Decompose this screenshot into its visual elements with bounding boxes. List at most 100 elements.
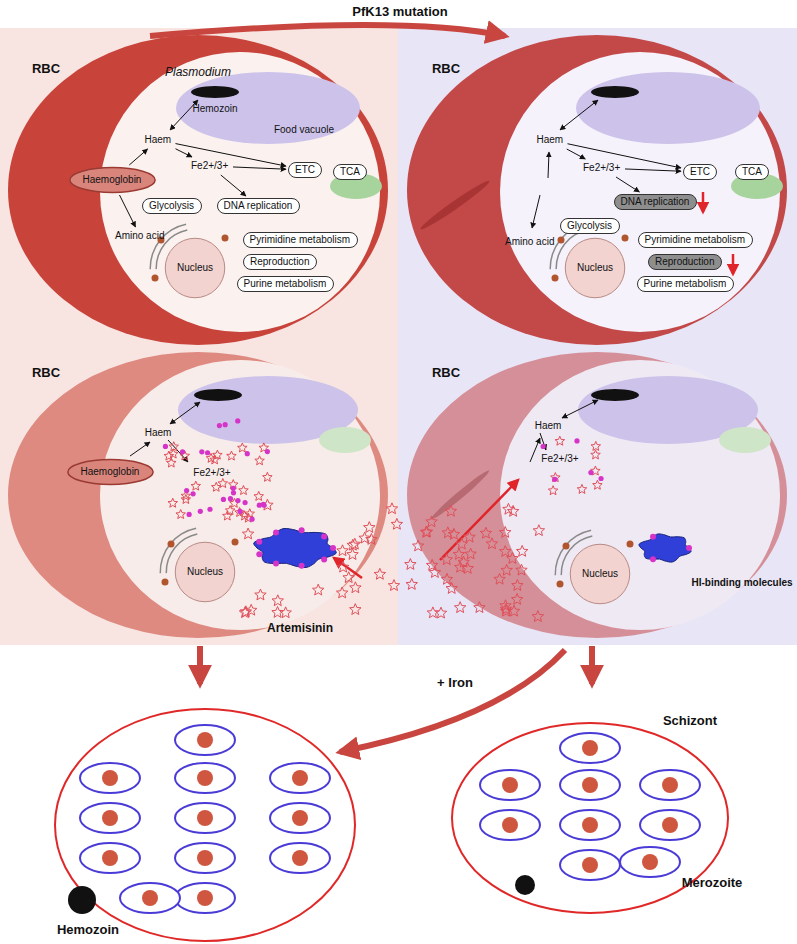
- artemisinin-star: [272, 607, 283, 618]
- merozoite: [560, 810, 620, 840]
- iron-dot: [190, 491, 195, 496]
- ribosome-dot: [152, 275, 159, 282]
- flow-arrow: [567, 149, 586, 159]
- process-box: Reproduction: [243, 254, 317, 270]
- artemisinin-star: [336, 587, 347, 598]
- metabolite-label: Fe2+/3+: [189, 159, 231, 173]
- node-text: Amino acid: [505, 236, 555, 248]
- iron-dot: [273, 561, 279, 567]
- merozoite-nucleus: [582, 740, 598, 756]
- artemisinin-star: [511, 593, 522, 604]
- schizont-outline: [55, 709, 355, 941]
- text-label: RBC: [432, 61, 460, 76]
- haemoglobin-shape: [67, 460, 152, 485]
- artemisinin-star: [453, 548, 464, 559]
- iron-dot: [223, 422, 228, 427]
- merozoite-nucleus: [292, 850, 308, 866]
- artemisinin-star: [464, 531, 475, 542]
- nucleus-shape: [570, 544, 630, 604]
- metabolite-label: Amino acid: [503, 235, 557, 249]
- artemisinin-star: [235, 507, 245, 516]
- merozoite-nucleus: [197, 810, 213, 826]
- haemoglobin-ellipse: Haemoglobin: [67, 459, 154, 485]
- iron-dot: [552, 477, 557, 482]
- artemisinin-star: [533, 525, 544, 536]
- artemisinin-star: [405, 559, 416, 570]
- artemisinin-star: [176, 509, 186, 518]
- metabolite-label: Haem: [143, 133, 174, 147]
- ribosome-dot: [222, 235, 229, 242]
- iron-dot: [205, 450, 210, 455]
- iron-dot: [231, 490, 236, 495]
- node-text: Pyrimidine metabolism: [250, 234, 351, 246]
- text-label: Fe2+/3+: [541, 453, 578, 464]
- artemisinin-star: [426, 559, 437, 570]
- iron-dot: [650, 556, 656, 562]
- artemisinin-star: [516, 545, 527, 556]
- artemisinin-star: [169, 442, 179, 451]
- merozoite: [175, 803, 235, 833]
- node-text: Glycolysis: [149, 200, 195, 212]
- haemoglobin-remnant: [429, 468, 492, 522]
- merozoite-nucleus: [197, 770, 213, 786]
- flow-arrow: [532, 195, 540, 228]
- node-text: Fe2+/3+: [191, 160, 229, 172]
- artemisinin-star: [456, 538, 467, 549]
- merozoite-nucleus: [102, 810, 118, 826]
- merozoite: [560, 850, 620, 880]
- text-label: Artemisinin: [267, 621, 333, 635]
- node-text: Haemoglobin: [83, 174, 142, 186]
- ribosome-dot: [552, 275, 559, 282]
- rbc-cell: [407, 352, 787, 638]
- flow-arrow: [560, 100, 598, 130]
- iron-dot: [235, 418, 240, 423]
- process-box: TCA: [333, 164, 367, 180]
- merozoite: [560, 770, 620, 800]
- merozoite: [80, 843, 140, 873]
- nucleus-shape: [175, 542, 235, 602]
- artemisinin-star: [591, 441, 601, 450]
- artemisinin-star: [406, 578, 417, 589]
- iron-dot: [321, 533, 327, 539]
- artemisinin-star: [454, 602, 465, 613]
- merozoite: [480, 770, 540, 800]
- node-text: DNA replication: [224, 200, 293, 212]
- merozoite-nucleus: [102, 770, 118, 786]
- hemozoin-crystal: [515, 875, 535, 895]
- node-text: Nucleus: [187, 566, 223, 578]
- artemisinin-star: [500, 600, 511, 611]
- artemisinin-star: [426, 516, 437, 527]
- artemisinin-star: [486, 538, 497, 549]
- iron-dot: [321, 557, 327, 563]
- plasmodium-cell: [100, 360, 380, 630]
- artemisinin-star: [374, 568, 385, 579]
- hi-binding-molecule: [254, 528, 337, 567]
- artemisinin-star: [421, 526, 432, 537]
- flow-arrow: [170, 100, 198, 130]
- process-box: Purine metabolism: [637, 276, 734, 292]
- merozoite-nucleus: [142, 890, 158, 906]
- merozoite-nucleus: [197, 732, 213, 748]
- artemisinin-star: [503, 503, 514, 514]
- merozoite-nucleus: [582, 777, 598, 793]
- merozoite: [120, 883, 180, 913]
- artemisinin-star: [272, 595, 283, 606]
- hemozoin-crystal: [191, 86, 239, 98]
- nucleus-circle: Nucleus: [564, 237, 626, 299]
- nucleus-circle: Nucleus: [569, 543, 631, 605]
- text-label: Haem: [535, 420, 562, 431]
- panel-ground: [0, 28, 398, 645]
- plasmodium-cell: [500, 360, 780, 630]
- node-text: DNA replication: [621, 196, 690, 208]
- reduced-process-box: DNA replication: [614, 194, 697, 210]
- flow-arrow: [233, 167, 286, 169]
- text-label: Hemozoin: [57, 922, 119, 937]
- merozoite: [80, 803, 140, 833]
- artemisinin-star: [516, 564, 527, 575]
- iron-dot: [228, 496, 233, 501]
- text-label: PfK13 mutation: [352, 4, 447, 19]
- artemisinin-star: [532, 611, 543, 622]
- iron-dot: [249, 517, 254, 522]
- flow-arrow: [625, 169, 681, 171]
